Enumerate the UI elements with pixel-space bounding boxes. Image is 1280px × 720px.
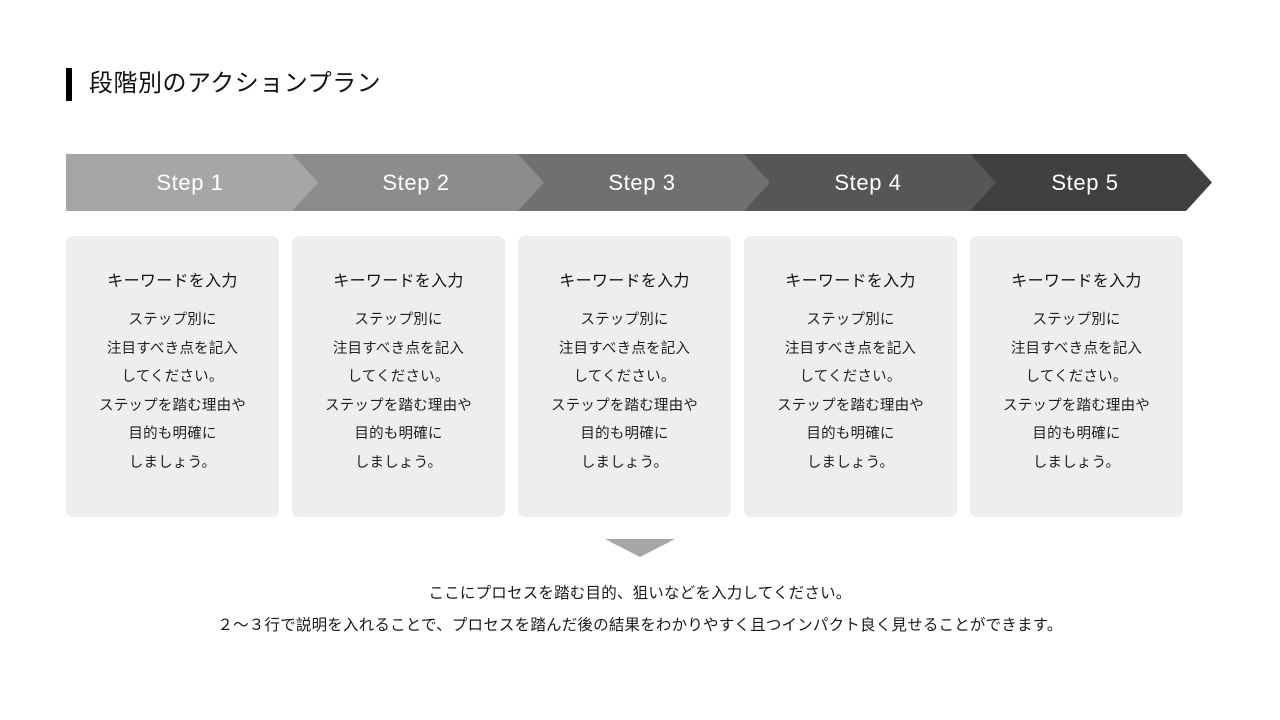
card-body-line: してください。 [347, 369, 450, 386]
step-arrow-3[interactable]: Step 3 [518, 154, 778, 211]
triangle-down-icon [605, 539, 675, 557]
footer-note: ここにプロセスを踏む目的、狙いなどを入力してください。 ２～３行で説明を入れるこ… [0, 578, 1280, 642]
page-title: 段階別のアクションプラン [66, 66, 381, 102]
card-body-line: しましょう。 [1032, 454, 1121, 471]
step-arrow-1[interactable]: Step 1 [66, 154, 326, 211]
card-body-line: しましょう。 [806, 454, 895, 471]
card-body-line: ステップ別に [1032, 312, 1121, 329]
step-card-4[interactable]: キーワードを入力 ステップ別に 注目すべき点を記入 してください。 ステップを踏… [744, 236, 957, 517]
title-text: 段階別のアクションプラン [89, 70, 382, 97]
step-card-2[interactable]: キーワードを入力 ステップ別に 注目すべき点を記入 してください。 ステップを踏… [292, 236, 505, 517]
card-heading: キーワードを入力 [785, 273, 916, 290]
card-body-line: しましょう。 [580, 454, 669, 471]
card-body-line: ステップを踏む理由や [551, 397, 698, 414]
card-body: ステップ別に 注目すべき点を記入 してください。 ステップを踏む理由や 目的も明… [76, 306, 269, 477]
step-arrow-label: Step 1 [156, 169, 224, 195]
step-card-3[interactable]: キーワードを入力 ステップ別に 注目すべき点を記入 してください。 ステップを踏… [518, 236, 731, 517]
card-heading: キーワードを入力 [559, 273, 690, 290]
step-card-5[interactable]: キーワードを入力 ステップ別に 注目すべき点を記入 してください。 ステップを踏… [970, 236, 1183, 517]
card-body-line: 注目すべき点を記入 [558, 340, 691, 357]
card-body-line: ステップを踏む理由や [325, 397, 472, 414]
card-body: ステップ別に 注目すべき点を記入 してください。 ステップを踏む理由や 目的も明… [302, 306, 495, 477]
step-arrow-4[interactable]: Step 4 [744, 154, 1004, 211]
card-body-line: してください。 [121, 369, 224, 386]
card-body-line: 目的も明確に [580, 426, 669, 443]
card-body-line: 注目すべき点を記入 [1010, 340, 1143, 357]
card-body-line: ステップを踏む理由や [777, 397, 924, 414]
card-body-line: 目的も明確に [354, 426, 443, 443]
card-body-line: ステップ別に [580, 312, 669, 329]
card-body-line: 注目すべき点を記入 [784, 340, 917, 357]
title-accent-bar [66, 67, 72, 101]
card-body: ステップ別に 注目すべき点を記入 してください。 ステップを踏む理由や 目的も明… [980, 306, 1173, 477]
step-arrow-label: Step 5 [1051, 169, 1119, 195]
card-body: ステップ別に 注目すべき点を記入 してください。 ステップを踏む理由や 目的も明… [754, 306, 947, 477]
card-body-line: ステップを踏む理由や [1003, 397, 1150, 414]
card-body-line: してください。 [1025, 369, 1128, 386]
card-heading: キーワードを入力 [333, 273, 464, 290]
card-body-line: 目的も明確に [1032, 426, 1121, 443]
step-card-1[interactable]: キーワードを入力 ステップ別に 注目すべき点を記入 してください。 ステップを踏… [66, 236, 279, 517]
card-body-line: 注目すべき点を記入 [106, 340, 239, 357]
card-body-line: ステップを踏む理由や [99, 397, 246, 414]
card-body-line: ステップ別に [806, 312, 895, 329]
card-body: ステップ別に 注目すべき点を記入 してください。 ステップを踏む理由や 目的も明… [528, 306, 721, 477]
card-heading: キーワードを入力 [1011, 273, 1142, 290]
card-body-line: してください。 [799, 369, 902, 386]
step-arrow-label: Step 4 [834, 169, 902, 195]
card-body-line: 目的も明確に [806, 426, 895, 443]
step-arrow-label: Step 3 [608, 169, 676, 195]
step-arrow-2[interactable]: Step 2 [292, 154, 552, 211]
card-body-line: してください。 [573, 369, 676, 386]
card-body-line: しましょう。 [354, 454, 443, 471]
card-body-line: 目的も明確に [128, 426, 217, 443]
footer-line: ここにプロセスを踏む目的、狙いなどを入力してください。 [428, 585, 852, 602]
step-cards-row: キーワードを入力 ステップ別に 注目すべき点を記入 してください。 ステップを踏… [66, 236, 1212, 517]
footer-line: ２～３行で説明を入れることで、プロセスを踏んだ後の結果をわかりやすく且つインパク… [217, 617, 1063, 634]
card-body-line: しましょう。 [128, 454, 217, 471]
step-arrow-band: Step 1 Step 2 Step 3 Step 4 Step 5 [66, 154, 1212, 211]
card-body-line: ステップ別に [128, 312, 217, 329]
step-arrow-5[interactable]: Step 5 [970, 154, 1212, 211]
card-body-line: ステップ別に [354, 312, 443, 329]
step-arrow-label: Step 2 [382, 169, 450, 195]
card-heading: キーワードを入力 [107, 273, 238, 290]
card-body-line: 注目すべき点を記入 [332, 340, 465, 357]
